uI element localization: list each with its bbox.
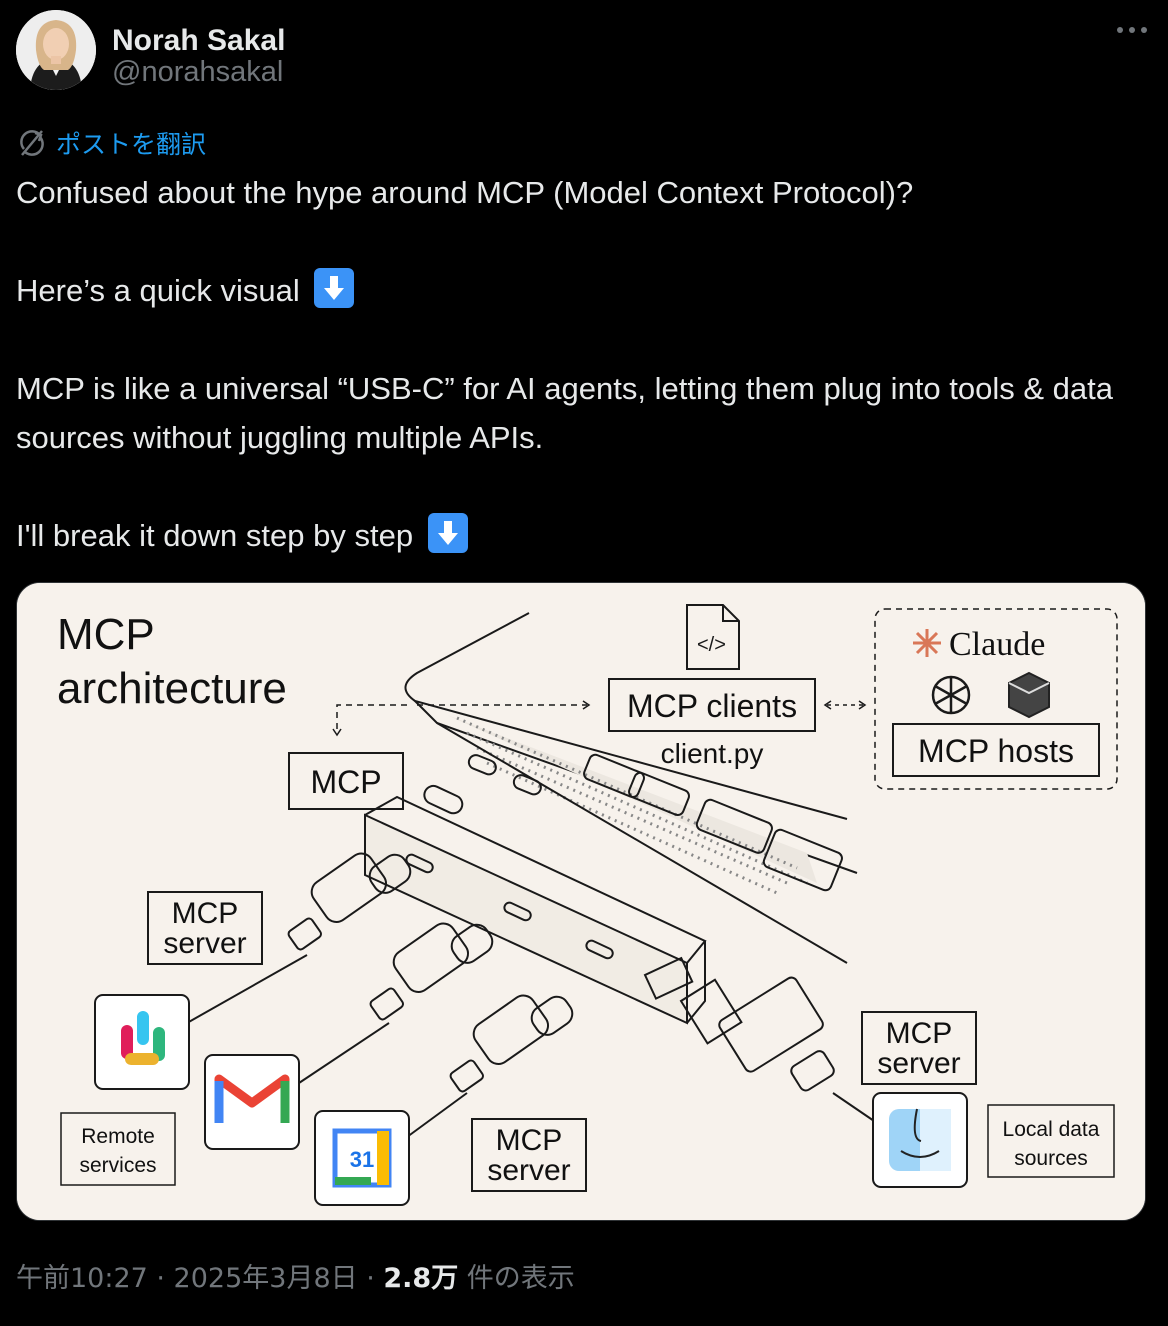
mcp-clients-box	[608, 678, 816, 732]
usb-c-cable	[298, 922, 494, 1084]
gmail-icon	[204, 1054, 300, 1150]
remote-services-box	[60, 1112, 176, 1186]
usb-c-cable	[186, 852, 412, 1024]
laptop-illustration	[404, 612, 858, 964]
svg-text:server: server	[877, 1047, 960, 1080]
view-count: 2.8万	[383, 1263, 459, 1294]
svg-text:server: server	[163, 927, 246, 960]
svg-text:31: 31	[350, 1147, 374, 1172]
code-file-icon: </>	[686, 604, 740, 670]
post-metadata: 午前10:27 · 2025年3月8日 · 2.8万 件の表示	[16, 1256, 575, 1295]
post-paragraph: MCP is like a universal “USB-C” for AI a…	[16, 371, 1113, 455]
post-paragraph: Here’s a quick visual	[16, 266, 1152, 315]
post-paragraph: I'll break it down step by step	[16, 511, 1152, 560]
arrow-down-emoji-icon	[427, 513, 468, 553]
mcp-hosts-group	[874, 608, 1118, 790]
client-file-label: client.py	[661, 738, 764, 769]
svg-text:Remote: Remote	[81, 1125, 155, 1148]
post-text: Confused about the hype around MCP (Mode…	[16, 168, 1152, 560]
cube-logo-icon	[1008, 671, 1050, 719]
author-handle[interactable]: @norahsakal	[112, 56, 284, 88]
svg-text:sources: sources	[1014, 1147, 1088, 1170]
claude-label: Claude	[949, 626, 1045, 663]
post-paragraph: Confused about the hype around MCP (Mode…	[16, 175, 914, 210]
author-name[interactable]: Norah Sakal	[112, 24, 286, 57]
openai-logo-icon	[931, 675, 971, 715]
usb-hub-illustration	[364, 784, 707, 1025]
diagram-title: MCP	[57, 610, 155, 659]
svg-text:MCP: MCP	[496, 1124, 563, 1157]
mcp-clients-label: MCP clients	[627, 688, 797, 724]
svg-text:MCP: MCP	[886, 1017, 953, 1050]
translate-post-link[interactable]: ポストを翻訳	[16, 126, 206, 160]
diagram-title: architecture	[57, 664, 287, 713]
mcp-hub-box	[288, 752, 404, 810]
post-header: Norah Sakal @norahsakal	[16, 10, 1152, 94]
claude-logo-icon	[913, 629, 941, 657]
mcp-hosts-box	[892, 723, 1100, 777]
svg-text:services: services	[79, 1154, 156, 1177]
more-options-icon[interactable]	[1112, 18, 1152, 42]
slack-icon	[94, 994, 190, 1090]
mcp-architecture-diagram: MCP architecture	[17, 583, 1145, 1220]
translate-label: ポストを翻訳	[56, 130, 207, 159]
arrow-down-emoji-icon	[314, 268, 355, 308]
post-image[interactable]: MCP architecture	[16, 582, 1146, 1221]
post-timestamp[interactable]: 午前10:27 · 2025年3月8日 ·	[16, 1263, 384, 1294]
author-avatar[interactable]	[16, 10, 96, 90]
mcp-hosts-label: MCP hosts	[918, 733, 1074, 769]
view-count-label: 件の表示	[458, 1263, 575, 1294]
translate-icon	[20, 130, 44, 156]
svg-text:</>: </>	[697, 634, 726, 656]
svg-text:server: server	[487, 1154, 570, 1187]
mcp-hub-label: MCP	[310, 764, 381, 800]
usb-c-cable	[406, 994, 574, 1138]
mcp-server-box	[861, 1011, 977, 1085]
local-data-sources-box	[987, 1104, 1115, 1178]
mcp-server-box	[471, 1118, 587, 1192]
google-calendar-icon: 31	[314, 1110, 410, 1206]
finder-icon	[872, 1092, 968, 1188]
usb-a-cable	[679, 976, 878, 1124]
svg-text:Local data: Local data	[1003, 1118, 1100, 1141]
mcp-server-box	[147, 891, 263, 965]
svg-text:MCP: MCP	[172, 897, 239, 930]
